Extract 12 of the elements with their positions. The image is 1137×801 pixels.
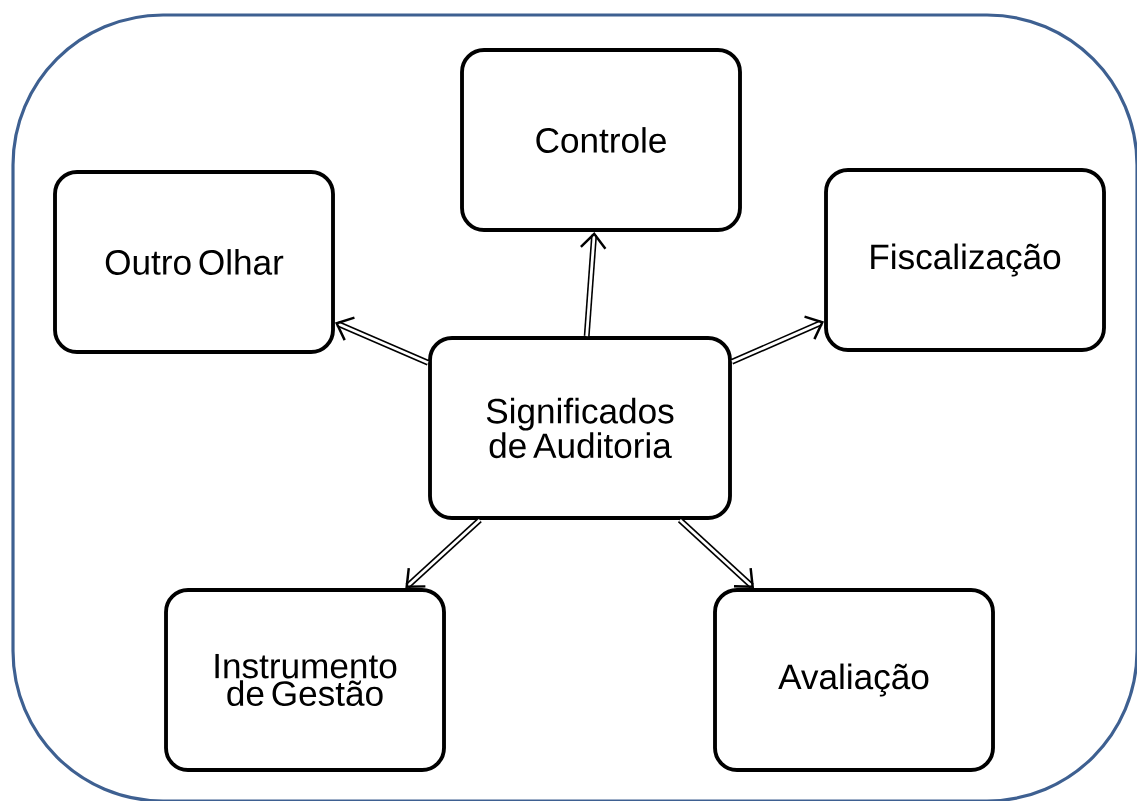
arrow: [405, 517, 482, 589]
concept-box: Fiscalização: [824, 168, 1106, 352]
arrow: [334, 316, 430, 366]
arrow: [580, 231, 607, 337]
concept-box: Outro Olhar: [53, 170, 335, 354]
arrow: [730, 315, 825, 365]
arrow: [677, 517, 755, 589]
concept-box: Controle: [460, 48, 742, 232]
concept-box: Significados de Auditoria: [428, 336, 732, 520]
frame-box: [11, 13, 1137, 801]
concept-box: Avaliação: [713, 588, 995, 772]
concept-box: Instrumento de Gestão: [164, 588, 446, 772]
